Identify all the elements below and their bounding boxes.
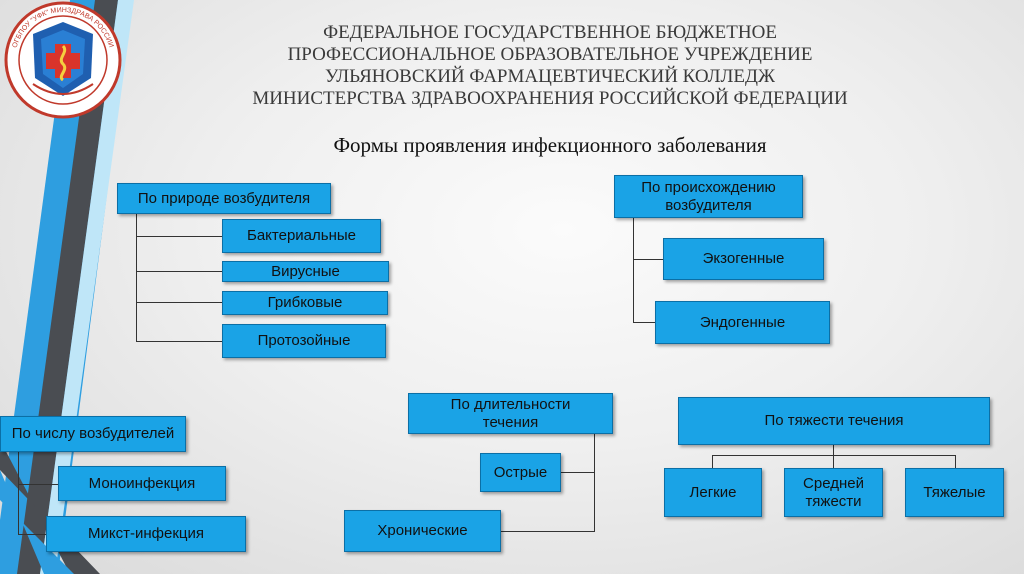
origin-heading-box: По происхождению возбудителя [614, 175, 803, 218]
severity-item-label: Тяжелые [923, 483, 986, 501]
count-item-label: Микст-инфекция [88, 525, 204, 542]
duration-heading-line1: По длительности [450, 395, 571, 413]
header-line-3: УЛЬЯНОВСКИЙ ФАРМАЦЕВТИЧЕСКИЙ КОЛЛЕДЖ [324, 66, 776, 87]
severity-heading-box: По тяжести течения [678, 397, 990, 445]
duration-item-label: Хронические [377, 522, 468, 539]
header-line-1: ФЕДЕРАЛЬНОЕ ГОСУДАРСТВЕННОЕ БЮДЖЕТНОЕ [323, 22, 777, 43]
duration-item-chronic: Хронические [344, 510, 501, 552]
nature-item-label: Бактериальные [247, 227, 356, 244]
origin-item-endogenous: Эндогенные [655, 301, 830, 344]
connector-line [633, 322, 655, 323]
origin-item-exogenous: Экзогенные [663, 238, 824, 280]
severity-heading: По тяжести течения [764, 412, 904, 429]
duration-item-acute: Острые [480, 453, 561, 492]
severity-item-mild: Легкие [664, 468, 762, 517]
college-emblem-icon: ОГБПОУ "УФК" МИНЗДРАВА РОССИИ [4, 1, 122, 119]
severity-item-moderate: Средней тяжести [784, 468, 883, 517]
origin-item-label: Эндогенные [699, 313, 786, 331]
connector-line [633, 259, 663, 260]
origin-heading-line2: возбудителя [665, 196, 752, 214]
connector-line [136, 271, 222, 272]
connector-line [136, 302, 222, 303]
severity-item-severe: Тяжелые [905, 468, 1004, 517]
duration-item-label: Острые [493, 463, 548, 481]
header-line-4: МИНИСТЕРСТВА ЗДРАВООХРАНЕНИЯ РОССИЙСКОЙ … [252, 88, 848, 109]
nature-heading: По природе возбудителя [137, 189, 311, 207]
nature-item-fungal: Грибковые [222, 291, 388, 315]
severity-item-label: Легкие [689, 483, 737, 501]
origin-item-label: Экзогенные [702, 250, 785, 267]
nature-item-protozoal: Протозойные [222, 324, 386, 358]
count-item-mixed: Микст-инфекция [46, 516, 246, 552]
nature-item-viral: Вирусные [222, 261, 389, 282]
connector-line [955, 455, 956, 468]
connector-line [594, 434, 595, 532]
connector-line [18, 452, 19, 534]
origin-heading-line1: По происхождению [641, 178, 776, 196]
severity-item-label-line1: Средней [803, 474, 864, 492]
count-item-mono: Моноинфекция [58, 466, 226, 501]
connector-line [501, 531, 595, 532]
connector-line [712, 455, 713, 468]
severity-item-label-line2: тяжести [805, 492, 862, 510]
connector-line [633, 218, 634, 322]
connector-line [136, 236, 222, 237]
connector-line [833, 445, 834, 468]
nature-item-label: Протозойные [257, 332, 351, 349]
connector-line [18, 534, 46, 535]
connector-line [561, 472, 595, 473]
duration-heading-box: По длительности течения [408, 393, 613, 434]
page-title: Формы проявления инфекционного заболеван… [333, 133, 767, 157]
nature-item-label: Вирусные [271, 262, 340, 280]
nature-heading-box: По природе возбудителя [117, 183, 331, 214]
nature-item-label: Грибковые [267, 294, 343, 311]
duration-heading-line2: течения [482, 413, 539, 431]
connector-line [18, 484, 58, 485]
count-heading-box: По числу возбудителей [0, 416, 186, 452]
nature-item-bacterial: Бактериальные [222, 219, 381, 253]
connector-line [136, 341, 222, 342]
connector-line [712, 455, 956, 456]
header-line-2: ПРОФЕССИОНАЛЬНОЕ ОБРАЗОВАТЕЛЬНОЕ УЧРЕЖДЕ… [287, 44, 813, 65]
connector-line [136, 214, 137, 341]
count-heading: По числу возбудителей [11, 425, 175, 442]
count-item-label: Моноинфекция [88, 474, 196, 492]
